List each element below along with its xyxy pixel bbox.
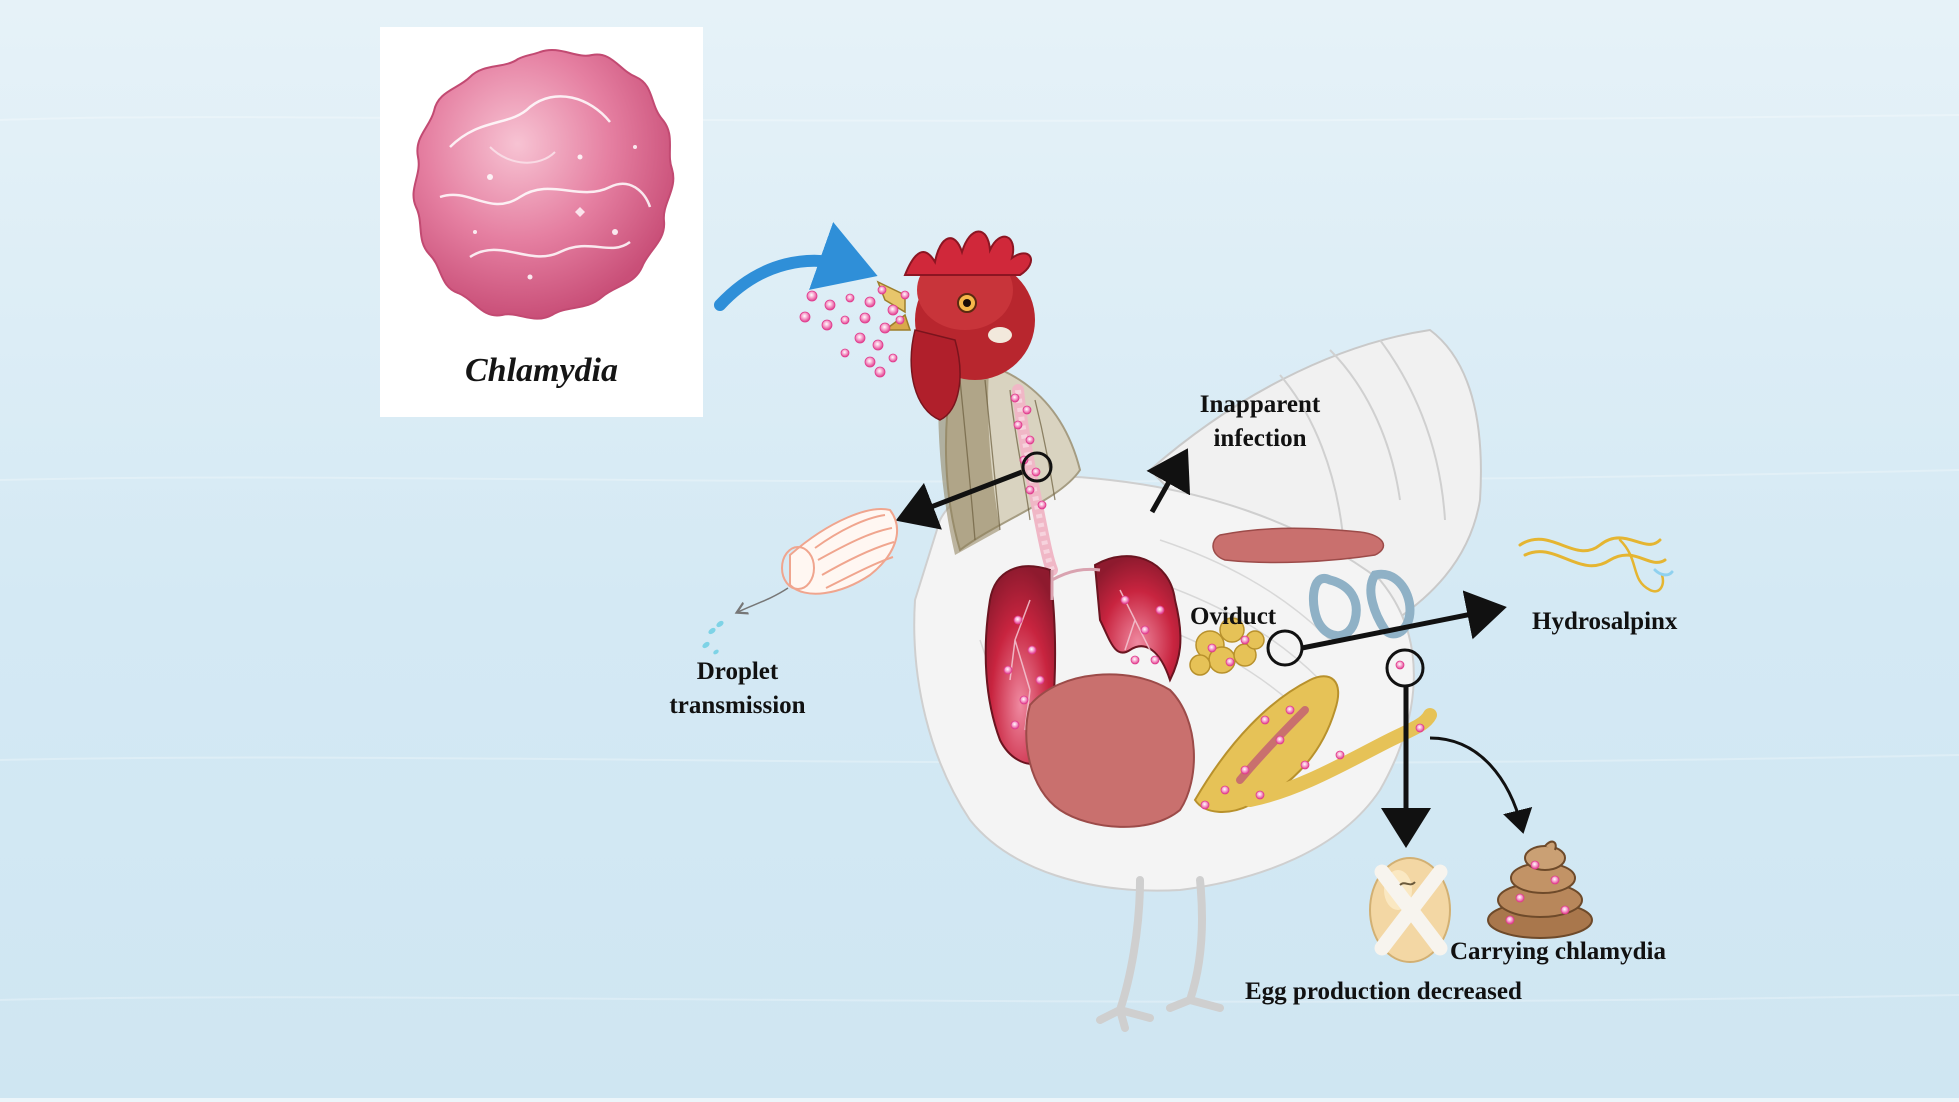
droplet-transmission-label: Droplet transmission — [650, 655, 825, 723]
pathway-arrows — [895, 448, 1533, 848]
egg-icon — [1369, 857, 1451, 963]
droplet-icon — [702, 620, 724, 655]
chlamydia-label: Chlamydia — [464, 352, 619, 389]
feces-icon — [1487, 840, 1593, 939]
droplet-line-2: transmission — [669, 691, 806, 719]
oviduct-label: Oviduct — [1190, 603, 1277, 630]
trachea-internal — [1012, 384, 1058, 576]
hydrosalpinx-label: Hydrosalpinx — [1532, 608, 1678, 635]
pathogen-particles — [799, 285, 1425, 810]
inapparent-line-1: Inapparent — [1199, 391, 1321, 418]
egg-production-label: Egg production decreased — [1245, 978, 1522, 1005]
chlamydia-cell-icon — [412, 49, 675, 320]
inapparent-line-2: infection — [1213, 424, 1307, 452]
entry-arrow — [714, 222, 878, 311]
inapparent-infection-label: Inapparent infection — [1170, 388, 1350, 456]
carrying-chlamydia-label: Carrying chlamydia — [1450, 938, 1666, 965]
trachea-icon — [781, 508, 899, 595]
droplet-line-1: Droplet — [696, 658, 779, 685]
worm-icon — [1518, 536, 1674, 593]
chlamydia-card: Chlamydia — [380, 27, 703, 417]
